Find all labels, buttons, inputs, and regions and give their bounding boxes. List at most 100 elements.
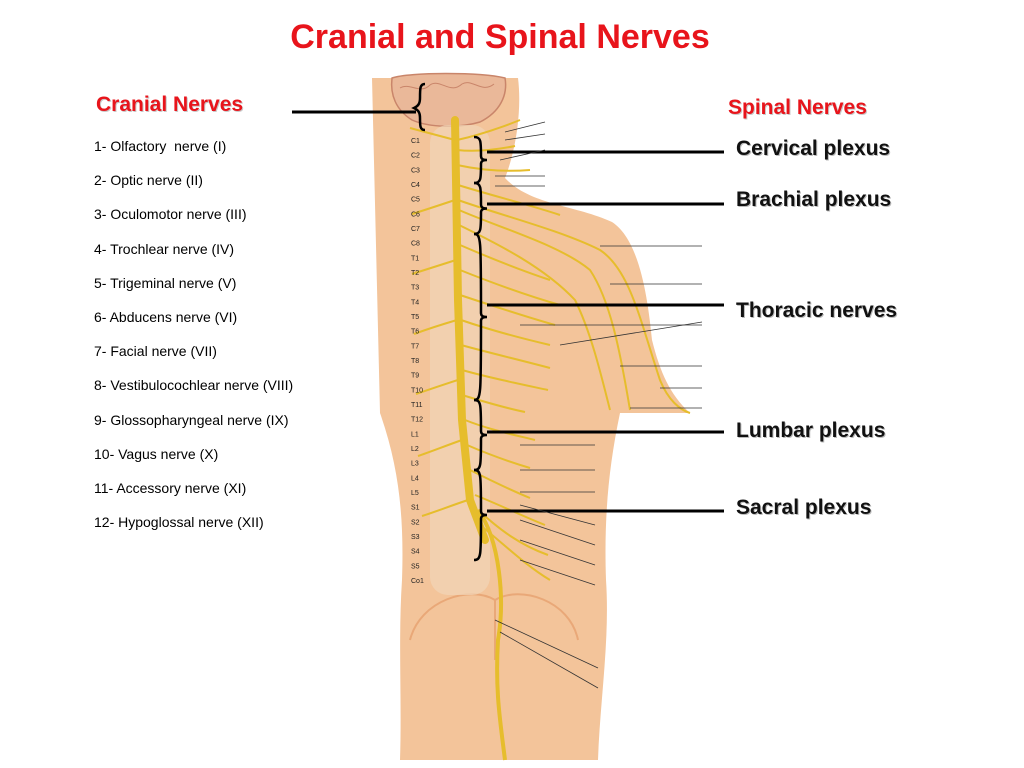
leader-line [494,619,599,669]
vertebra-label: T4 [411,299,419,306]
label-lumbar-plexus: Lumbar plexus [736,419,886,442]
vertebra-labels: C1C2C3C4C5C6C7C8T1T2T3T4T5T6T7T8T9T10T11… [411,138,424,585]
vertebra-label: T9 [411,373,419,380]
nerve-branch [469,469,531,499]
nerve-branch [459,269,561,306]
label-cervical-plexus: Cervical plexus [736,137,891,160]
vertebra-label: T3 [411,285,419,292]
leader-line [519,504,596,526]
cranial-bracket [411,82,426,132]
vertebra-label: C4 [411,182,420,189]
leader-line [499,149,546,161]
leader-line [504,133,546,141]
vertebra-label: S2 [411,519,420,526]
cranial-nerve-item: 9- Glossopharyngeal nerve (IX) [94,411,289,428]
vertebra-label: T2 [411,270,419,277]
brain-folds [399,82,495,90]
group-bracket [473,232,488,402]
nerve-branch [457,184,561,216]
vertebra-label: T7 [411,343,419,350]
vertebra-label: T1 [411,255,419,262]
label-sacral-plexus: Sacral plexus [736,496,872,519]
vertebra-label: T11 [411,402,423,409]
leader-line [559,321,703,346]
spinal-cord [451,116,489,544]
page-title: Cranial and Spinal Nerves [290,18,710,56]
vertebra-label: S3 [411,534,420,541]
cranial-nerve-item: 8- Vestibulocochlear nerve (VIII) [94,377,294,394]
nerve-branch [413,319,458,335]
nerve-branch [411,199,456,215]
group-bracket [473,398,488,472]
sciatic-nerve [476,508,507,761]
nerve-branch [479,524,551,581]
group-bracket [473,135,488,185]
nerve-branch [411,259,457,275]
vertebra-label: L4 [411,475,419,482]
pointer-lines [292,110,724,513]
vertebra-label: L3 [411,461,419,468]
vertebra-label: T8 [411,358,419,365]
nerve-branch [456,164,531,172]
leader-line [519,539,596,566]
vertebra-label: S5 [411,563,420,570]
nerve-branch [459,244,551,281]
nerve-branch [466,444,531,469]
cranial-nerve-item: 12- Hypoglossal nerve (XII) [94,514,264,531]
vertebra-label: C8 [411,241,420,248]
vertebra-label: C3 [411,167,420,174]
vertebra-label: T10 [411,387,423,394]
cranial-nerve-item: 6- Abducens nerve (VI) [94,308,238,325]
nerve-branch [415,379,459,395]
nerve-branch [417,439,463,457]
vertebra-label: C6 [411,211,420,218]
group-brackets [411,82,488,562]
nerve-branch [461,369,549,391]
vertebra-label: C2 [411,153,420,160]
vertebra-label: Co1 [411,578,424,585]
thin-leader-lines [494,121,703,689]
nerve-branch [456,145,516,152]
nerve-branch [456,119,521,141]
nerve-branch [460,344,551,369]
leader-line [519,519,596,546]
nerve-branch [460,319,551,346]
vertebra-label: S1 [411,505,420,512]
nerve-branch [409,127,456,141]
nerve-branch [457,199,691,414]
cranial-nerve-item: 5- Trigeminal nerve (V) [94,274,237,291]
group-bracket [473,181,488,236]
cranial-nerve-item: 4- Trochlear nerve (IV) [94,240,235,257]
vertebra-label: S4 [411,549,420,556]
nerve-branch [458,224,611,411]
nerve-branch [459,294,556,326]
nerve-branches [409,119,691,581]
vertebra-label: C7 [411,226,420,233]
spinal-nerves-heading: Spinal Nerves [728,96,867,119]
cranial-nerve-list: 1- Olfactory nerve (I) 2- Optic nerve (I… [94,138,293,548]
vertebra-label: T12 [411,417,423,424]
label-thoracic-nerves: Thoracic nerves [736,299,898,322]
label-brachial-plexus: Brachial plexus [736,188,892,211]
cranial-nerve-item: 1- Olfactory nerve (I) [94,138,227,154]
group-bracket [473,468,488,562]
nerve-branch [458,209,631,411]
cranial-nerve-item: 2- Optic nerve (II) [94,172,203,189]
vertebra-label: C5 [411,197,420,204]
vertebra-label: L2 [411,446,419,453]
cranial-nerve-item: 10- Vagus nerve (X) [94,445,219,462]
cranial-nerve-item: 11- Accessory nerve (XI) [94,479,247,496]
cranial-nerve-item: 7- Facial nerve (VII) [94,343,217,360]
leader-line [519,559,596,586]
leader-line [499,631,599,689]
nerve-branch [461,394,526,413]
vertebra-label: L1 [411,431,419,438]
vertebra-label: L5 [411,490,419,497]
nerve-branch [421,499,469,517]
vertebra-label: T6 [411,329,419,336]
cranial-nerve-item: 3- Oculomotor nerve (III) [94,206,247,223]
vertebra-label: C1 [411,138,420,145]
vertebra-label: T5 [411,314,419,321]
leader-line [504,121,546,133]
